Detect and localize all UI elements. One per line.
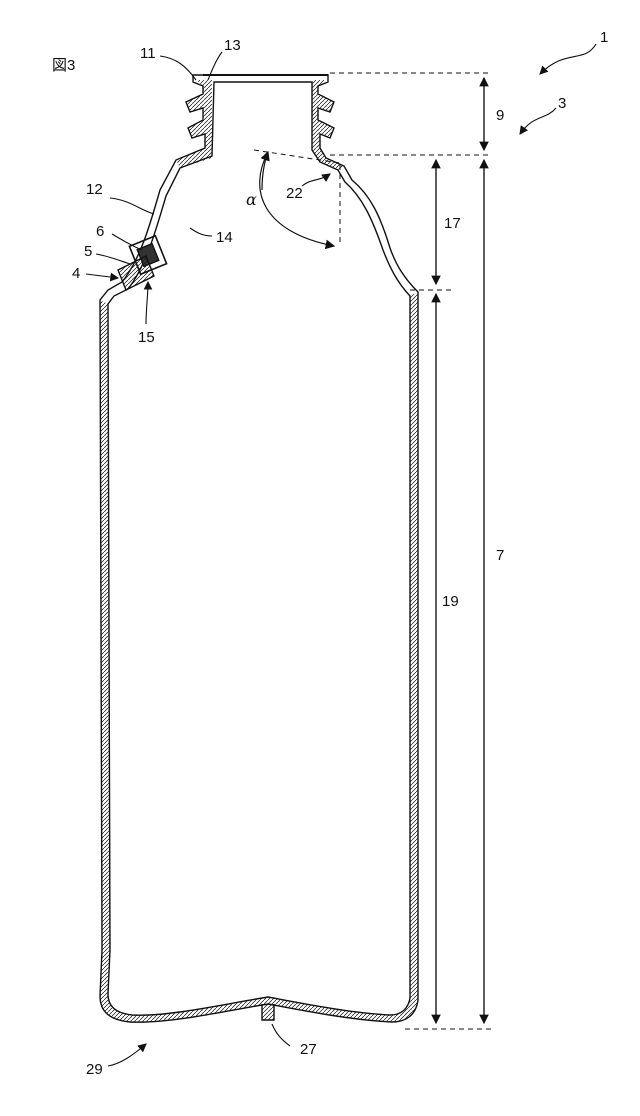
angle-alpha-label: α: [246, 192, 257, 208]
ref-label-29: 29: [86, 1062, 103, 1077]
ref-label-22: 22: [286, 186, 303, 201]
ref-label-4: 4: [72, 266, 80, 281]
ref-label-13: 13: [224, 38, 241, 53]
neck-thread-left-hatch: [176, 80, 212, 168]
base-dimple: [262, 1004, 274, 1020]
ref-label-5: 5: [84, 244, 92, 259]
bottle-inner-wall: [108, 82, 410, 1015]
ref-label-9: 9: [496, 108, 504, 123]
ref-label-15: 15: [138, 330, 155, 345]
ref-label-11: 11: [140, 46, 156, 61]
ref-label-3: 3: [558, 96, 566, 111]
ref-label-19: 19: [442, 594, 459, 609]
figure-label: 図3: [52, 58, 75, 73]
leader-lines: [86, 44, 596, 1066]
ref-label-7: 7: [496, 548, 504, 563]
ref-label-27: 27: [300, 1042, 317, 1057]
ref-label-12: 12: [86, 182, 103, 197]
chip-carrier: [118, 256, 154, 290]
ref-label-1: 1: [600, 30, 608, 45]
ref-label-14: 14: [216, 230, 233, 245]
ref-label-17: 17: [444, 216, 461, 231]
ref-label-6: 6: [96, 224, 104, 239]
side-wall-right-hatch: [410, 292, 418, 1000]
neck-thread-right-hatch: [312, 80, 344, 170]
